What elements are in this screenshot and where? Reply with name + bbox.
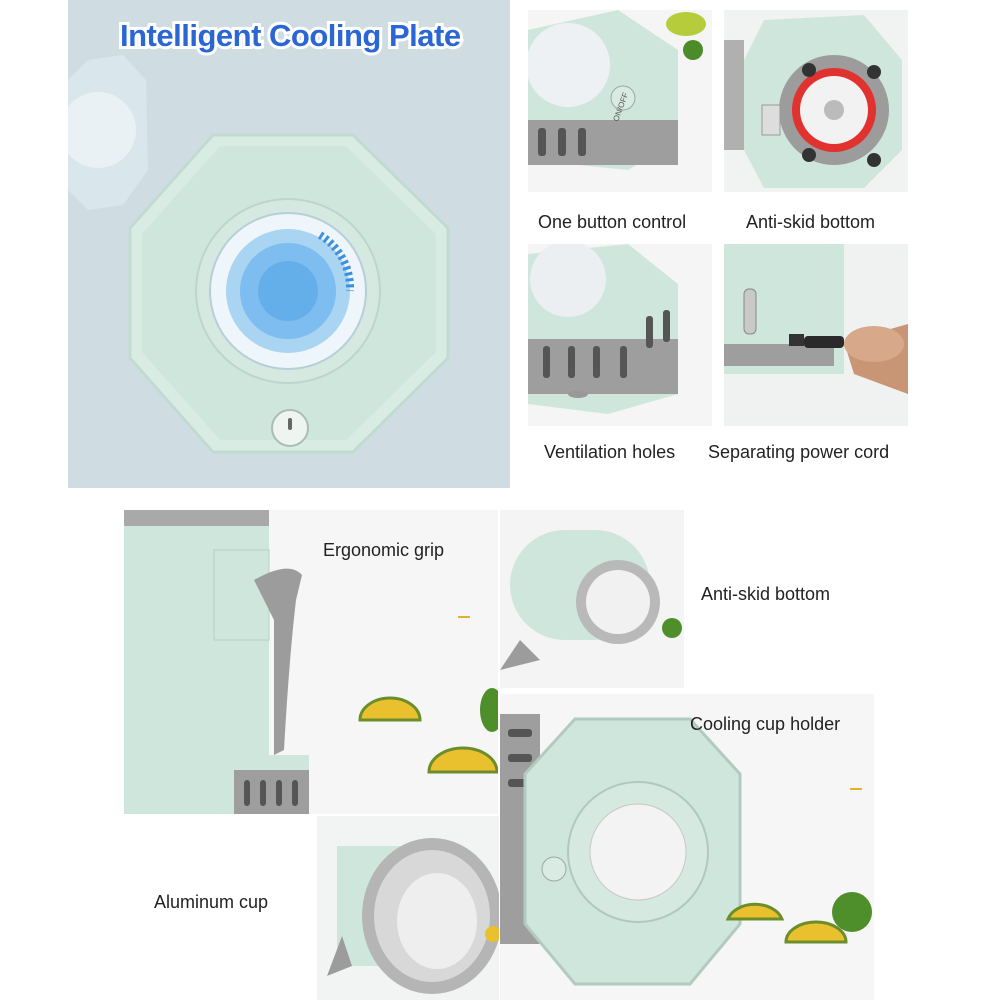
photo-ventilation	[528, 244, 712, 426]
caption-anti-skid-top: Anti-skid bottom	[746, 212, 876, 232]
caption-anti-skid-mid: Anti-skid bottom	[701, 584, 831, 604]
photo-ergonomic-grip	[124, 510, 498, 814]
photo-cooling-holder	[500, 694, 874, 1000]
photo-anti-skid	[724, 10, 908, 192]
photo-aluminum-cup	[317, 816, 499, 1000]
caption-aluminum-cup: Aluminum cup	[154, 892, 269, 912]
cooling-plate-illustration	[68, 55, 450, 454]
photo-power-cord	[724, 244, 908, 426]
caption-one-button: One button control	[538, 212, 687, 232]
accent-mark	[850, 788, 862, 790]
caption-ergonomic-grip: Ergonomic grip	[323, 540, 445, 560]
caption-ventilation: Ventilation holes	[544, 442, 676, 462]
accent-mark	[458, 616, 470, 618]
hero-panel	[68, 0, 510, 488]
photo-one-button: ON/OFF	[528, 10, 712, 192]
page-title: Intelligent Cooling Plate	[117, 15, 464, 56]
caption-cooling-holder: Cooling cup holder	[690, 714, 841, 734]
caption-power-cord: Separating power cord	[708, 442, 890, 462]
photo-cup-bottom	[500, 510, 684, 688]
